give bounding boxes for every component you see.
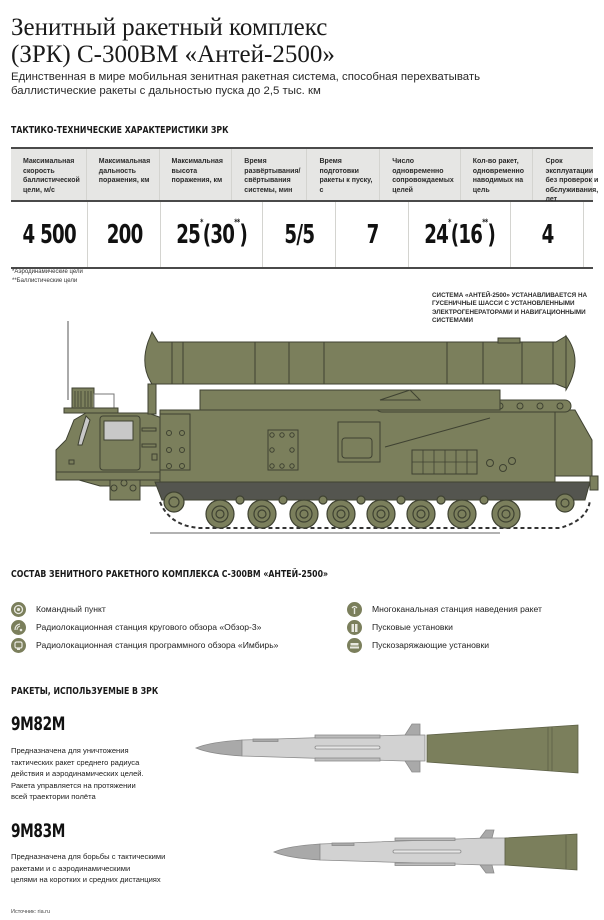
composition-label: Пускозаряжающие установки — [372, 640, 490, 650]
launcher-vehicle-illustration — [55, 321, 599, 534]
desc-line: всей траектории полёта — [11, 792, 96, 802]
spec-value-text: 4 500 — [22, 219, 76, 250]
spec-label: Число одновременно сопровождаемых целей — [380, 149, 461, 200]
spec-label: Максимальная дальность поражения, км — [87, 149, 160, 200]
spec-value: 24*(16**) — [409, 202, 512, 267]
footnote-ballistic: **Баллистические цели — [12, 278, 78, 284]
composition-list-right: Многоканальная станция наведения ракет П… — [347, 600, 542, 654]
composition-label: Командный пункт — [36, 604, 106, 614]
desc-line: действия и аэродинамических целей. — [11, 769, 144, 779]
spec-label: Кол-во ракет, одновременно наводимых на … — [461, 149, 534, 200]
composition-list-left: Командный пункт Радиолокационная станция… — [11, 600, 278, 654]
paren-close: ) — [487, 219, 496, 250]
missile-desc-9m82m: Предназначена для уничтожения тактически… — [11, 745, 211, 803]
spec-label: Время подготовки ракеты к пуску, с — [307, 149, 381, 200]
spec-value: 4 — [511, 202, 585, 267]
spec-label: Максимальная высота поражения, км — [160, 149, 233, 200]
spec-value-text: 24 — [424, 219, 449, 250]
footnote-marker: * — [448, 217, 451, 228]
missile-name-9m83m: 9М83М — [11, 820, 65, 842]
desc-line: Предназначена для уничтожения — [11, 746, 129, 755]
title-line-1: Зенитный ракетный комплекс — [11, 14, 328, 41]
spec-label: Максимальная скорость баллистической цел… — [11, 149, 87, 200]
desc-line: Ракета управляется на протяжении — [11, 780, 136, 790]
missile-9m82m-illustration — [194, 723, 579, 774]
composition-item: Пусковые установки — [347, 618, 542, 636]
composition-item: Радиолокационная станция кругового обзор… — [11, 618, 278, 636]
spec-value: 7 — [336, 202, 409, 267]
composition-label: Радиолокационная станция программного об… — [36, 640, 279, 650]
composition-label: Пусковые установки — [372, 622, 453, 632]
spec-value: 200 — [88, 202, 162, 267]
desc-line: тактических ракет среднего радиуса — [11, 757, 140, 767]
footnote-aero: *Аэродинамические цели — [12, 269, 83, 275]
subtitle-line-1: Единственная в мире мобильная зенитная р… — [11, 71, 481, 83]
spec-value-alt: (30 — [202, 219, 235, 250]
page-title: Зенитный ракетный комплекс (ЗРК) С-300ВМ… — [11, 14, 571, 68]
desc-line: Предназначена для борьбы с тактическими — [11, 852, 166, 861]
composition-heading: СОСТАВ ЗЕНИТНОГО РАКЕТНОГО КОМПЛЕКСА С-3… — [11, 569, 329, 580]
radar-circular-icon — [11, 619, 26, 635]
guidance-station-icon — [347, 601, 362, 617]
spec-value-alt: (16 — [450, 219, 483, 250]
source-credit: Источник: ria.ru — [11, 909, 51, 915]
spec-label: Время развёртывания/ свёртывания системы… — [232, 149, 308, 200]
missiles-heading: РАКЕТЫ, ИСПОЛЬЗУЕМЫЕ В ЗРК — [11, 686, 159, 697]
paren-close: ) — [239, 219, 248, 250]
spec-value: 10 — [584, 202, 604, 267]
spec-value: 4 500 — [11, 202, 89, 267]
command-post-icon — [11, 601, 26, 617]
loader-launcher-icon — [347, 637, 362, 653]
composition-item: Командный пункт — [11, 600, 278, 618]
spec-value: 25*(30**) — [161, 202, 264, 267]
spec-value-text: 7 — [366, 219, 379, 250]
title-line-2: (ЗРК) С-300ВМ «Антей-2500» — [11, 41, 335, 68]
spec-label: Срок эксплуатации без проверок и обслужи… — [545, 158, 599, 204]
missile-name-9m82m: 9М82М — [11, 713, 65, 735]
missile-9m83m-illustration — [272, 829, 578, 874]
footnote-marker: ** — [482, 217, 488, 228]
radar-program-icon — [11, 637, 26, 653]
spec-value-text: 25 — [176, 219, 201, 250]
composition-label: Радиолокационная станция кругового обзор… — [36, 622, 262, 632]
composition-label: Многоканальная станция наведения ракет — [372, 604, 542, 614]
specs-table: Максимальная скорость баллистической цел… — [11, 147, 598, 269]
specs-header-row: Максимальная скорость баллистической цел… — [11, 149, 598, 203]
page-subtitle: Единственная в мире мобильная зенитная р… — [11, 70, 571, 98]
footnote-marker: * — [200, 217, 203, 228]
spec-value-text: 5/5 — [284, 219, 315, 250]
vehicle-note: Система «Антей-2500» устанавливается на … — [432, 292, 588, 325]
desc-line: ракетами и с аэродинамическими — [11, 863, 131, 873]
footnote-marker: ** — [234, 217, 240, 228]
subtitle-line-2: баллистические ракеты с дальностью пуска… — [11, 85, 321, 97]
spec-value: 5/5 — [263, 202, 337, 267]
spec-value-text: 200 — [106, 219, 143, 250]
missile-desc-9m83m: Предназначена для борьбы с тактическими … — [11, 851, 211, 886]
desc-line: целями на коротких и средних дистанциях — [11, 875, 161, 885]
specs-values-row: 4 500 200 25*(30**) 5/5 7 24*(16**) 4 10 — [11, 202, 593, 267]
composition-item: Радиолокационная станция программного об… — [11, 636, 278, 654]
composition-item: Многоканальная станция наведения ракет — [347, 600, 542, 618]
launcher-icon — [347, 619, 362, 635]
spec-value-text: 4 — [541, 219, 554, 250]
specs-heading: ТАКТИКО-ТЕХНИЧЕСКИЕ ХАРАКТЕРИСТИКИ ЗРК — [11, 125, 229, 136]
composition-item: Пускозаряжающие установки — [347, 636, 542, 654]
